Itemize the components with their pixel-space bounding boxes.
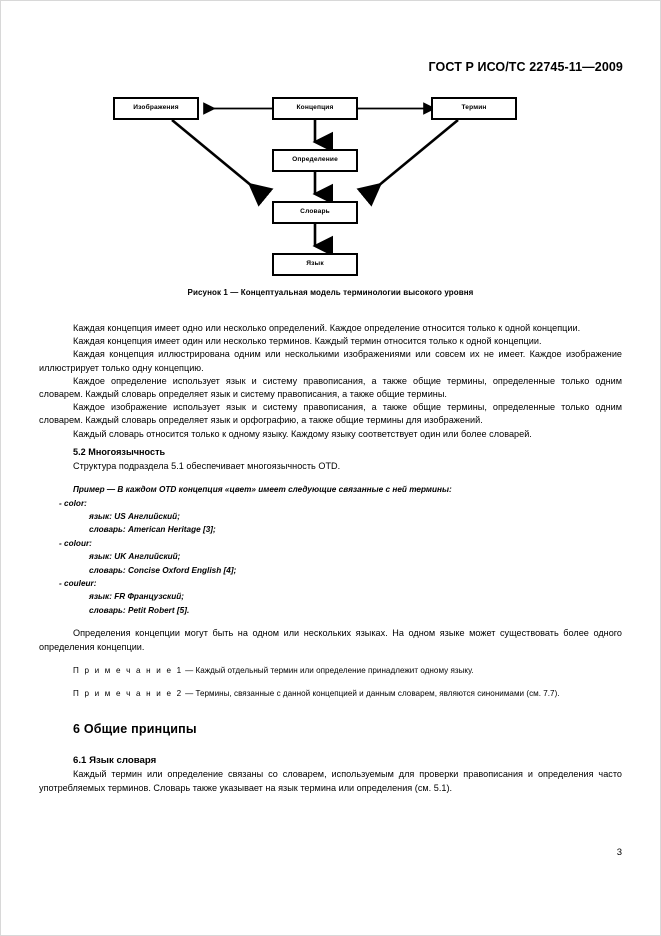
note-2: П р и м е ч а н и е 2 — Термины, связанн…	[39, 688, 622, 701]
diagram-node-definition: Определение	[272, 149, 358, 172]
edge-image-to-dictionary	[171, 118, 274, 207]
figure-caption: Рисунок 1 — Концептуальная модель термин…	[187, 288, 474, 297]
paragraph-2: Каждая концепция имеет один или нескольк…	[73, 336, 542, 347]
note-1-text: — Каждый отдельный термин или определени…	[182, 665, 474, 675]
example-term-couleur: - couleur:	[59, 579, 97, 589]
paragraph-7: Структура подраздела 5.1 обеспечивает мн…	[73, 461, 341, 472]
note-2-text: — Термины, связанные с данной концепцией…	[182, 689, 560, 699]
document-body: Каждая концепция имеет одно или нескольк…	[39, 322, 622, 795]
edge-term-to-dictionary	[356, 118, 459, 207]
paragraph-8: Определения концепции могут быть на одно…	[39, 628, 622, 652]
example-dictionary-colour: словарь: Concise Oxford English [4];	[89, 565, 237, 575]
heading-5-2: 5.2 Многоязычность	[73, 446, 166, 457]
example-block: Пример — В каждом OTD концепция «цвет» и…	[39, 483, 622, 617]
paragraph-1: Каждая концепция имеет одно или нескольк…	[73, 323, 581, 333]
paragraph-6: Каждый словарь относится только к одному…	[73, 428, 532, 439]
diagram-node-term: Термин	[431, 97, 517, 120]
example-term-colour: - colour:	[59, 538, 92, 548]
note-1-label: П р и м е ч а н и е 1	[73, 665, 183, 675]
note-1: П р и м е ч а н и е 1 — Каждый отдельный…	[39, 665, 622, 678]
example-language-couleur: язык: FR Французский;	[89, 592, 184, 602]
paragraph-3: Каждая концепция иллюстрирована одним ил…	[39, 349, 622, 373]
heading-6: 6 Общие принципы	[73, 721, 197, 736]
paragraph-9: Каждый термин или определение связаны со…	[39, 769, 622, 793]
terminology-model-diagram: Изображения Концепция Термин Определение…	[0, 88, 661, 278]
paragraph-4: Каждое определение использует язык и сис…	[39, 375, 622, 400]
example-language-color: язык: US Английский;	[89, 512, 180, 522]
example-dictionary-color: словарь: American Heritage [3];	[89, 525, 216, 535]
diagram-node-image: Изображения	[113, 97, 199, 120]
diagram-node-language: Язык	[272, 253, 358, 276]
page-number: 3	[616, 847, 622, 858]
example-term-color: - color:	[59, 498, 87, 508]
document-header: ГОСТ Р ИСО/ТС 22745-11—2009	[428, 60, 623, 74]
heading-6-1: 6.1 Язык словаря	[73, 755, 157, 767]
example-language-colour: язык: UK Английский;	[89, 552, 181, 562]
diagram-node-concept: Концепция	[272, 97, 358, 120]
example-lead: Пример — В каждом OTD концепция «цвет» и…	[73, 485, 452, 495]
diagram-node-dictionary: Словарь	[272, 201, 358, 224]
example-dictionary-couleur: словарь: Petit Robert [5].	[89, 605, 190, 615]
paragraph-5: Каждое изображение использует язык и сис…	[39, 402, 622, 426]
diagram-connectors	[171, 102, 459, 257]
note-2-label: П р и м е ч а н и е 2	[73, 689, 183, 699]
